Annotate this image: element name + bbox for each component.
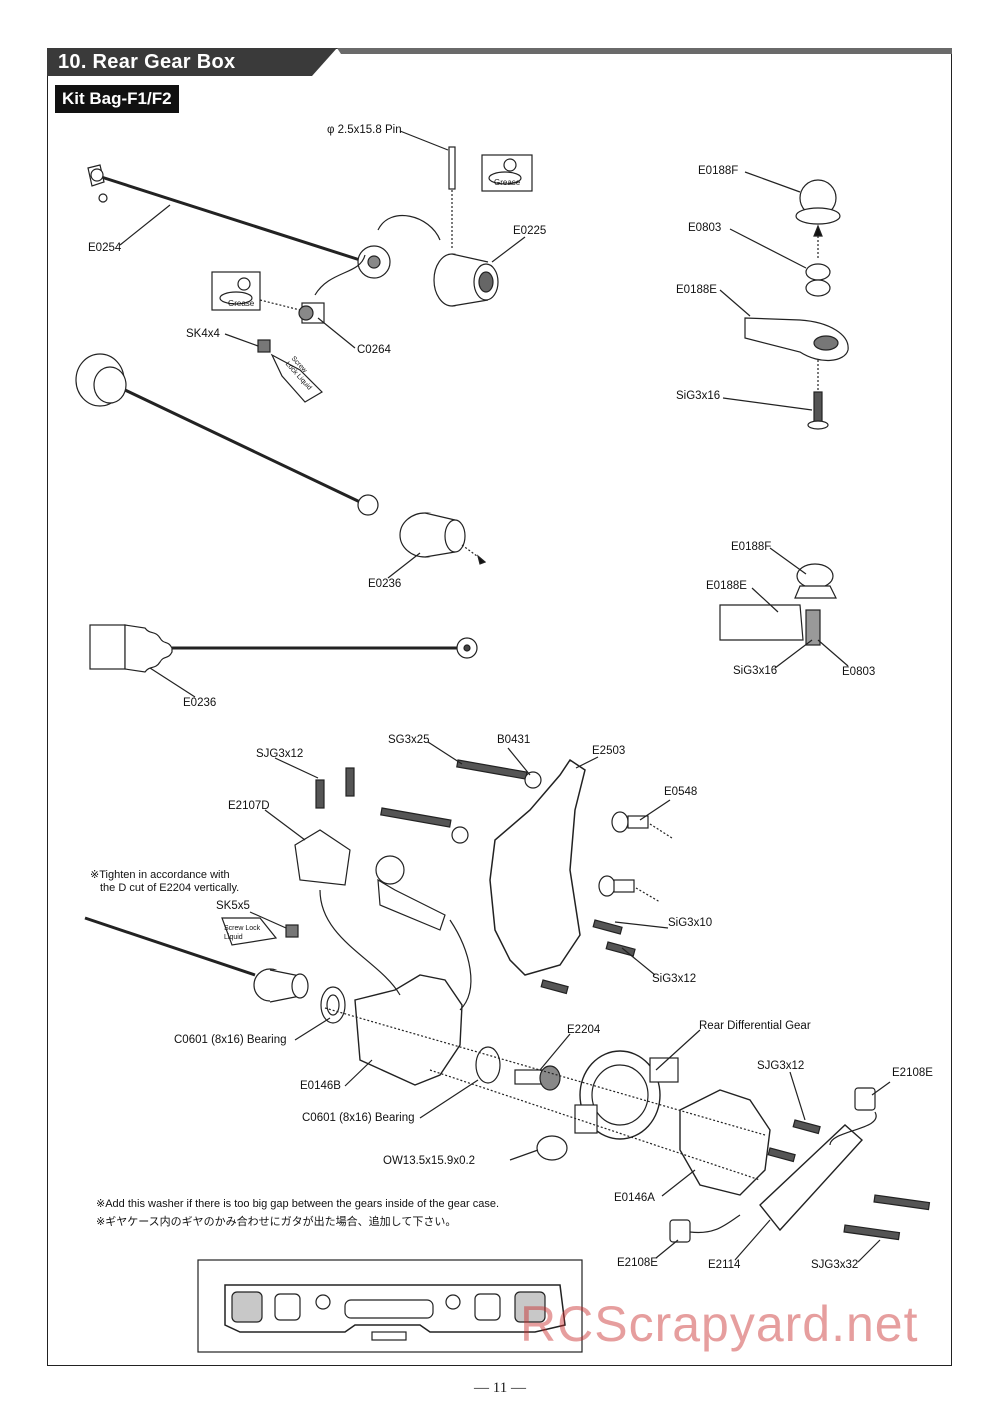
label-e0236-b: E0236	[183, 697, 217, 709]
label-e2114: E2114	[708, 1259, 741, 1271]
label-sjg3x12-b: SJG3x12	[757, 1060, 805, 1072]
label-e0803-b: E0803	[842, 666, 876, 678]
label-sig3x16-b: SiG3x16	[733, 665, 778, 677]
label-e0548: E0548	[664, 786, 698, 798]
label-e2108e-b: E2108E	[617, 1257, 658, 1269]
label-c0601-b: C0601 (8x16) Bearing	[302, 1112, 415, 1124]
page-number: — 11 —	[474, 1380, 526, 1396]
label-e2107d: E2107D	[228, 800, 270, 812]
label-sg3x25: SG3x25	[388, 734, 430, 746]
label-sig3x16-a: SiG3x16	[676, 390, 721, 402]
label-sk5x5: SK5x5	[216, 900, 250, 912]
section-title: 10. Rear Gear Box	[58, 51, 236, 73]
label-e0225: E0225	[513, 225, 547, 237]
label-sig3x12: SiG3x12	[652, 973, 697, 985]
label-sig3x10: SiG3x10	[668, 917, 713, 929]
label-e0188f-b: E0188F	[731, 541, 772, 553]
label-c0264: C0264	[357, 344, 391, 356]
label-sjg3x32: SJG3x32	[811, 1259, 859, 1271]
label-pin: φ 2.5x15.8 Pin	[327, 124, 402, 136]
label-c0601-a: C0601 (8x16) Bearing	[174, 1034, 287, 1046]
label-e0146b: E0146B	[300, 1080, 341, 1092]
label-e0803-a: E0803	[688, 222, 722, 234]
label-e0188e-a: E0188E	[676, 284, 717, 296]
note-washer-en: ※Add this washer if there is too big gap…	[96, 1198, 500, 1210]
label-e2503: E2503	[592, 745, 626, 757]
watermark: RCScrapyard.net	[520, 1296, 919, 1352]
note-washer-jp: ※ギヤケース内のギヤのかみ合わせにガタが出た場合、追加して下さい。	[96, 1216, 457, 1228]
label-screw-lock-2: Screw Lock Liquid	[224, 925, 261, 941]
label-sjg3x12-a: SJG3x12	[256, 748, 304, 760]
note-tighten-line-2: the D cut of E2204 vertically.	[100, 882, 240, 894]
label-e2108e-a: E2108E	[892, 1067, 933, 1079]
label-grease-1: Grease	[494, 178, 521, 187]
label-rear-differential-gear: Rear Differential Gear	[699, 1020, 811, 1032]
label-e0146a: E0146A	[614, 1192, 655, 1204]
label-e0188e-b: E0188E	[706, 580, 747, 592]
kit-bag-badge: Kit Bag-F1/F2	[55, 85, 179, 113]
note-tighten-line-1: ※Tighten in accordance with	[90, 869, 230, 881]
label-e0236-a: E0236	[368, 578, 402, 590]
label-e2204: E2204	[567, 1024, 601, 1036]
label-ow-washer: OW13.5x15.9x0.2	[383, 1155, 476, 1167]
label-b0431: B0431	[497, 734, 531, 746]
label-e0188f-a: E0188F	[698, 165, 739, 177]
label-e0254: E0254	[88, 242, 122, 254]
label-sk4x4: SK4x4	[186, 328, 220, 340]
section-header-bar	[47, 48, 952, 76]
label-grease-2: Grease	[228, 299, 255, 308]
